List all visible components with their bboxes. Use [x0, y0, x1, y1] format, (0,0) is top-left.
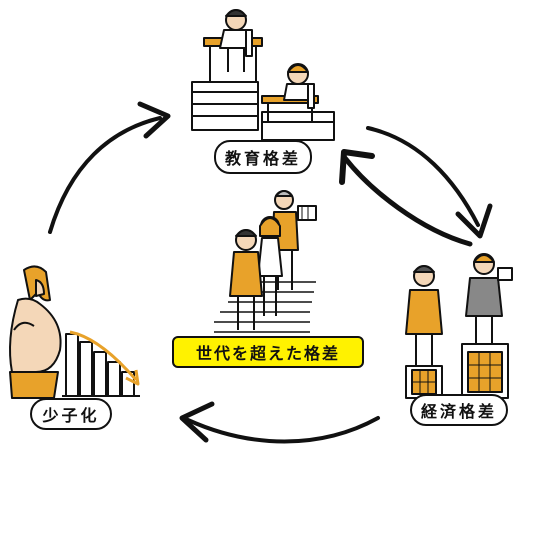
- arrow-economy-to-birthrate: [179, 401, 380, 444]
- arrow-education-to-economy: [366, 126, 493, 239]
- declining-birthrate-label: 少子化: [30, 398, 112, 430]
- family-on-stairs-illustration: [214, 190, 317, 333]
- arrow-economy-to-education: [339, 149, 473, 247]
- businessmen-with-money-illustration: [405, 253, 513, 399]
- education-disparity-label: 教育格差: [214, 140, 312, 174]
- pregnant-woman-with-declining-chart-illustration: [9, 265, 140, 399]
- cross-generational-disparity-label: 世代を超えた格差: [172, 336, 364, 368]
- economic-disparity-label: 経済格差: [410, 394, 508, 426]
- arrow-birthrate-to-education: [48, 101, 171, 234]
- students-at-desks-illustration: [191, 9, 335, 141]
